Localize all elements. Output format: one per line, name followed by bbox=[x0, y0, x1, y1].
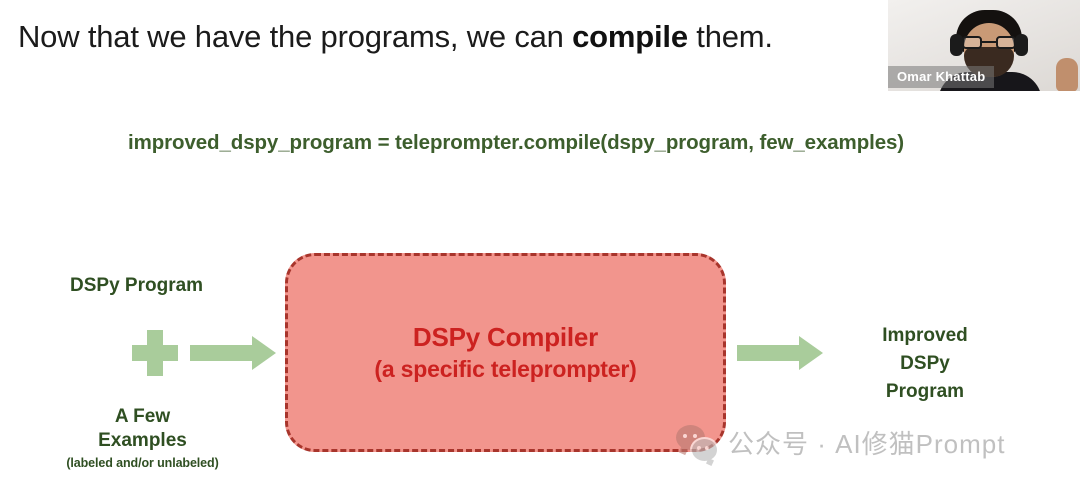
output-line-3: Program bbox=[885, 380, 965, 402]
webcam-participant-name: Omar Khattab bbox=[888, 66, 995, 88]
few-examples-line-1: A Few bbox=[114, 406, 171, 427]
wechat-icon-dot bbox=[705, 445, 709, 450]
webcam-tile[interactable]: Omar Khattab bbox=[888, 0, 1080, 91]
speaker-glasses bbox=[962, 36, 1016, 49]
dspy-compiler-box: DSPy Compiler (a specific teleprompter) bbox=[285, 253, 726, 452]
code-line: improved_dspy_program = teleprompter.com… bbox=[128, 131, 905, 154]
wechat-icon-small-bubble bbox=[690, 436, 719, 463]
glasses-right-lens bbox=[996, 36, 1016, 49]
few-examples-subtitle: (labeled and/or unlabeled) bbox=[66, 456, 219, 471]
output-line-2: DSPy bbox=[900, 352, 950, 374]
webcam-speaker-video bbox=[936, 10, 1044, 91]
wechat-icon bbox=[676, 424, 719, 463]
plus-icon-vertical-bar bbox=[147, 330, 163, 376]
glasses-bridge bbox=[982, 41, 996, 43]
headphone-left-earcup bbox=[950, 34, 963, 56]
output-line-1: Improved bbox=[882, 325, 968, 346]
dspy-compiler-subtitle: (a specific teleprompter) bbox=[374, 355, 637, 382]
glasses-left-lens bbox=[962, 36, 982, 49]
wechat-icon-dot bbox=[683, 433, 687, 438]
headline-text-after: them. bbox=[687, 19, 773, 54]
slide-headline: Now that we have the programs, we can co… bbox=[18, 18, 878, 57]
arrow-head bbox=[252, 336, 276, 370]
dspy-compiler-title: DSPy Compiler bbox=[412, 321, 599, 352]
headphone-right-earcup bbox=[1015, 34, 1028, 56]
watermark: 公众号 · AI修猫Prompt bbox=[676, 424, 1006, 463]
arrow-right-icon-input bbox=[190, 336, 276, 370]
arrow-shaft bbox=[737, 345, 801, 361]
plus-icon bbox=[132, 330, 178, 376]
wechat-icon-dot bbox=[693, 433, 697, 438]
speaker-hand bbox=[1056, 58, 1078, 91]
arrow-head bbox=[799, 336, 823, 370]
few-examples-line-2: Examples bbox=[98, 430, 187, 452]
wechat-icon-dot bbox=[697, 445, 701, 450]
headline-text-before: Now that we have the programs, we can bbox=[18, 19, 573, 54]
diagram-input-label-dspy-program: DSPy Program bbox=[70, 275, 204, 296]
diagram-input-label-few-examples: A Few Examples (labeled and/or unlabeled… bbox=[40, 405, 245, 472]
diagram-output-label-improved-dspy-program: Improved DSPy Program bbox=[845, 322, 1005, 406]
arrow-right-icon-output bbox=[737, 336, 823, 370]
arrow-shaft bbox=[190, 345, 254, 361]
watermark-text: 公众号 · AI修猫Prompt bbox=[728, 429, 1006, 459]
headline-emphasis-compile: compile bbox=[572, 19, 688, 54]
